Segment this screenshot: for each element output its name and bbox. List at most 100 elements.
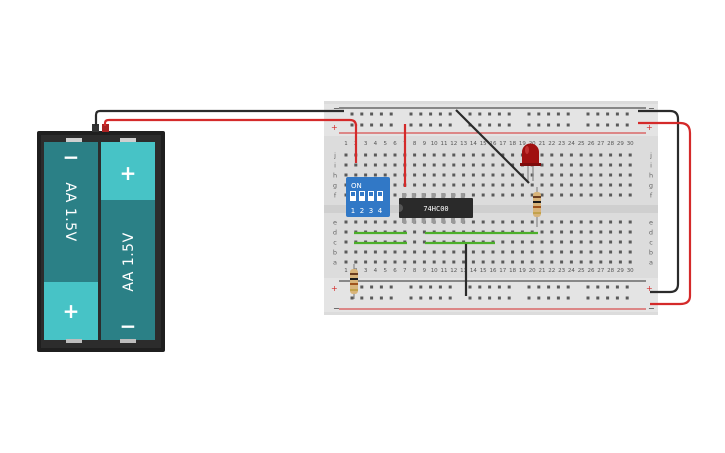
breadboard-wires[interactable] xyxy=(354,109,530,296)
breadboard-hole[interactable] xyxy=(511,260,515,264)
rail-hole[interactable] xyxy=(497,112,501,116)
rail-hole[interactable] xyxy=(438,296,442,300)
breadboard-hole[interactable] xyxy=(481,260,485,264)
rail-hole[interactable] xyxy=(429,285,433,289)
breadboard-hole[interactable] xyxy=(618,163,622,167)
rail-hole[interactable] xyxy=(507,123,511,127)
rail-hole[interactable] xyxy=(556,296,560,300)
chip-74hc00[interactable]: 74HC00 xyxy=(399,193,473,223)
breadboard-hole[interactable] xyxy=(364,153,368,157)
rail-hole[interactable] xyxy=(448,285,452,289)
breadboard-hole[interactable] xyxy=(599,250,603,254)
breadboard-hole[interactable] xyxy=(579,153,583,157)
breadboard-hole[interactable] xyxy=(530,183,534,187)
breadboard-hole[interactable] xyxy=(618,220,622,224)
breadboard-hole[interactable] xyxy=(373,153,377,157)
breadboard-hole[interactable] xyxy=(560,250,564,254)
breadboard-hole[interactable] xyxy=(491,173,495,177)
breadboard-hole[interactable] xyxy=(462,173,466,177)
rail-hole[interactable] xyxy=(527,112,531,116)
breadboard-hole[interactable] xyxy=(520,250,524,254)
breadboard-hole[interactable] xyxy=(609,163,613,167)
rail-hole[interactable] xyxy=(448,112,452,116)
rail-hole[interactable] xyxy=(566,285,570,289)
breadboard-hole[interactable] xyxy=(609,183,613,187)
breadboard-hole[interactable] xyxy=(481,153,485,157)
breadboard-hole[interactable] xyxy=(471,193,475,197)
breadboard-hole[interactable] xyxy=(579,240,583,244)
breadboard-hole[interactable] xyxy=(501,250,505,254)
breadboard-hole[interactable] xyxy=(579,193,583,197)
breadboard-hole[interactable] xyxy=(432,153,436,157)
breadboard-hole[interactable] xyxy=(599,240,603,244)
breadboard-hole[interactable] xyxy=(540,240,544,244)
breadboard-hole[interactable] xyxy=(501,153,505,157)
breadboard-hole[interactable] xyxy=(569,173,573,177)
breadboard-hole[interactable] xyxy=(403,250,407,254)
rail-hole[interactable] xyxy=(507,112,511,116)
rail-hole[interactable] xyxy=(389,123,393,127)
breadboard-hole[interactable] xyxy=(432,163,436,167)
breadboard-hole[interactable] xyxy=(422,250,426,254)
breadboard-hole[interactable] xyxy=(422,183,426,187)
rail-hole[interactable] xyxy=(527,123,531,127)
rail-hole[interactable] xyxy=(547,123,551,127)
rail-hole[interactable] xyxy=(350,112,354,116)
breadboard-hole[interactable] xyxy=(491,260,495,264)
rail-hole[interactable] xyxy=(547,296,551,300)
breadboard-hole[interactable] xyxy=(628,153,632,157)
rail-hole[interactable] xyxy=(625,112,629,116)
resistor-pulldown[interactable] xyxy=(350,264,358,299)
breadboard-hole[interactable] xyxy=(579,220,583,224)
rail-hole[interactable] xyxy=(586,296,590,300)
rail-hole[interactable] xyxy=(419,296,423,300)
breadboard-hole[interactable] xyxy=(422,240,426,244)
breadboard-hole[interactable] xyxy=(393,220,397,224)
breadboard-hole[interactable] xyxy=(560,173,564,177)
breadboard-hole[interactable] xyxy=(364,220,368,224)
breadboard-hole[interactable] xyxy=(413,183,417,187)
breadboard-hole[interactable] xyxy=(628,250,632,254)
breadboard-hole[interactable] xyxy=(569,153,573,157)
rail-hole[interactable] xyxy=(409,112,413,116)
rail-hole[interactable] xyxy=(350,123,354,127)
breadboard-hole[interactable] xyxy=(481,183,485,187)
breadboard-hole[interactable] xyxy=(491,193,495,197)
breadboard-hole[interactable] xyxy=(550,193,554,197)
breadboard-hole[interactable] xyxy=(471,153,475,157)
breadboard-hole[interactable] xyxy=(393,183,397,187)
rail-hole[interactable] xyxy=(389,112,393,116)
breadboard-hole[interactable] xyxy=(618,153,622,157)
rail-hole[interactable] xyxy=(389,285,393,289)
rail-hole[interactable] xyxy=(468,112,472,116)
breadboard-hole[interactable] xyxy=(471,183,475,187)
rail-hole[interactable] xyxy=(478,285,482,289)
rail-hole[interactable] xyxy=(497,285,501,289)
breadboard-hole[interactable] xyxy=(520,183,524,187)
rail-hole[interactable] xyxy=(409,296,413,300)
breadboard-hole[interactable] xyxy=(628,220,632,224)
breadboard-hole[interactable] xyxy=(609,230,613,234)
breadboard-hole[interactable] xyxy=(452,163,456,167)
rail-hole[interactable] xyxy=(419,112,423,116)
rail-hole[interactable] xyxy=(478,123,482,127)
green-jumper-wires[interactable] xyxy=(354,231,538,245)
breadboard-hole[interactable] xyxy=(628,260,632,264)
breadboard-hole[interactable] xyxy=(609,240,613,244)
rail-hole[interactable] xyxy=(419,123,423,127)
breadboard-hole[interactable] xyxy=(530,240,534,244)
breadboard-hole[interactable] xyxy=(511,173,515,177)
breadboard-hole[interactable] xyxy=(599,193,603,197)
rail-hole[interactable] xyxy=(527,285,531,289)
breadboard-hole[interactable] xyxy=(422,163,426,167)
rail-hole[interactable] xyxy=(556,112,560,116)
rail-hole[interactable] xyxy=(438,112,442,116)
rail-hole[interactable] xyxy=(429,112,433,116)
breadboard-hole[interactable] xyxy=(413,260,417,264)
breadboard-hole[interactable] xyxy=(569,240,573,244)
breadboard-hole[interactable] xyxy=(393,163,397,167)
rail-hole[interactable] xyxy=(488,123,492,127)
breadboard-hole[interactable] xyxy=(413,250,417,254)
rail-hole[interactable] xyxy=(409,123,413,127)
breadboard-hole[interactable] xyxy=(373,250,377,254)
